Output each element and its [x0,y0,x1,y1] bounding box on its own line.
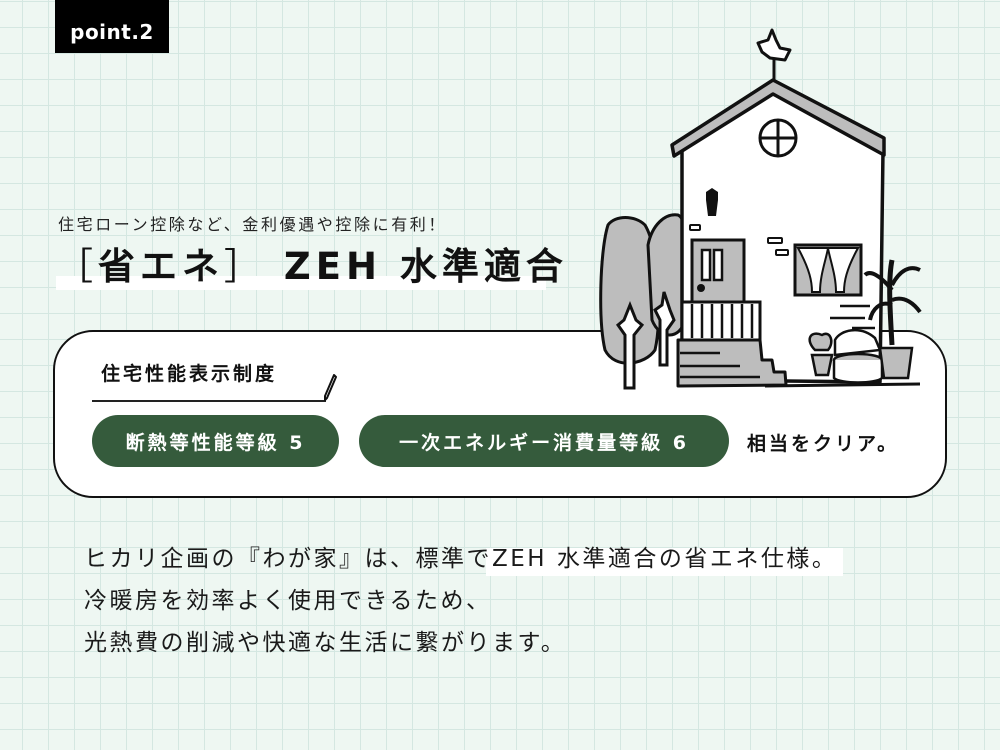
title-open-bracket: ［ [56,245,98,288]
badge-insulation-grade: 断熱等性能等級 5 [92,415,339,467]
card-heading: 住宅性能表示制度 [101,363,278,385]
body-line-1: ヒカリ企画の『わが家』は、標準でZEH 水準適合の省エネ仕様。 [84,546,838,572]
pen-icon [324,374,337,401]
house-icon [599,28,922,390]
title-keyword: 省エネ [98,245,224,288]
body-line-3: 光熱費の削減や快適な生活に繋がります。 [84,630,567,656]
performance-card: 住宅性能表示制度 断熱等性能等級 5 一次エネルギー消費量等級 6 相当をクリア… [53,330,947,498]
title-rest: ZEH 水準適合 [283,245,568,288]
page-title: ［省エネ］ ZEH 水準適合 [56,236,568,290]
subtitle: 住宅ローン控除など、金利優遇や控除に有利！ [58,215,448,234]
point-tag: point.2 [55,0,169,53]
heading-underline [92,400,326,402]
title-highlight [56,276,546,290]
point-tag-label: point.2 [70,20,154,44]
badge-energy-grade: 一次エネルギー消費量等級 6 [359,415,729,467]
body-highlight: ZEH 水準適合の省エネ仕様。 [492,546,838,572]
clear-text: 相当をクリア。 [747,433,900,455]
title-close-bracket: ］ [224,245,266,288]
body-text: ヒカリ企画の『わが家』は、標準でZEH 水準適合の省エネ仕様。 冷暖房を効率よく… [84,538,837,664]
body-line-2: 冷暖房を効率よく使用できるため、 [84,588,492,614]
